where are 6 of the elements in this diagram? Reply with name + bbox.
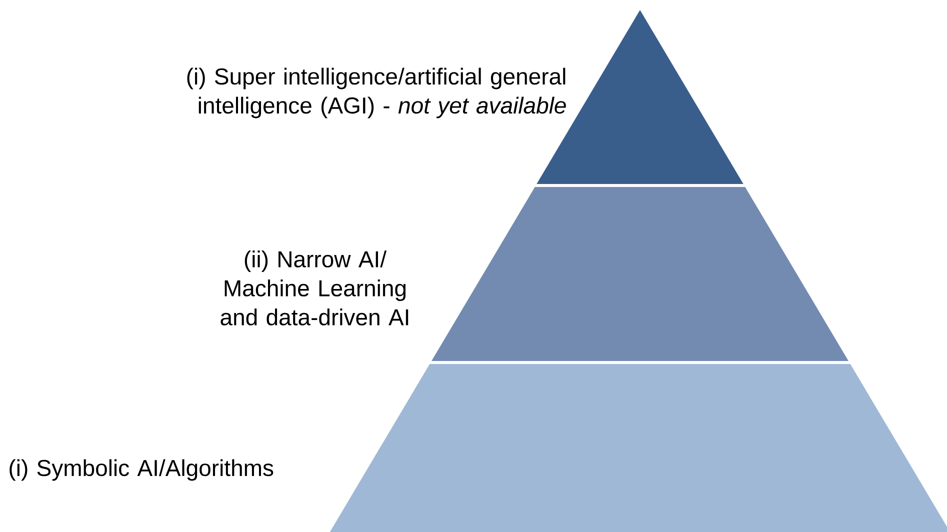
pyramid-band: (i) Symbolic AI/Algorithms: [10, 364, 947, 532]
node-label: (i) Super intelligence/artificial general intelligence (AGI) - not yet available: [187, 68, 566, 118]
pyramid-band: (ii) Narrow AI/ Machine Learning and data-driven AI: [220, 187, 848, 361]
node-label: (i) Symbolic AI/Algorithms: [10, 459, 274, 481]
node-label: (ii) Narrow AI/ Machine Learning and data-driven AI: [220, 250, 408, 326]
pyramid-band: (i) Super intelligence/artificial general intelligence (AGI) - not yet available: [187, 10, 744, 184]
